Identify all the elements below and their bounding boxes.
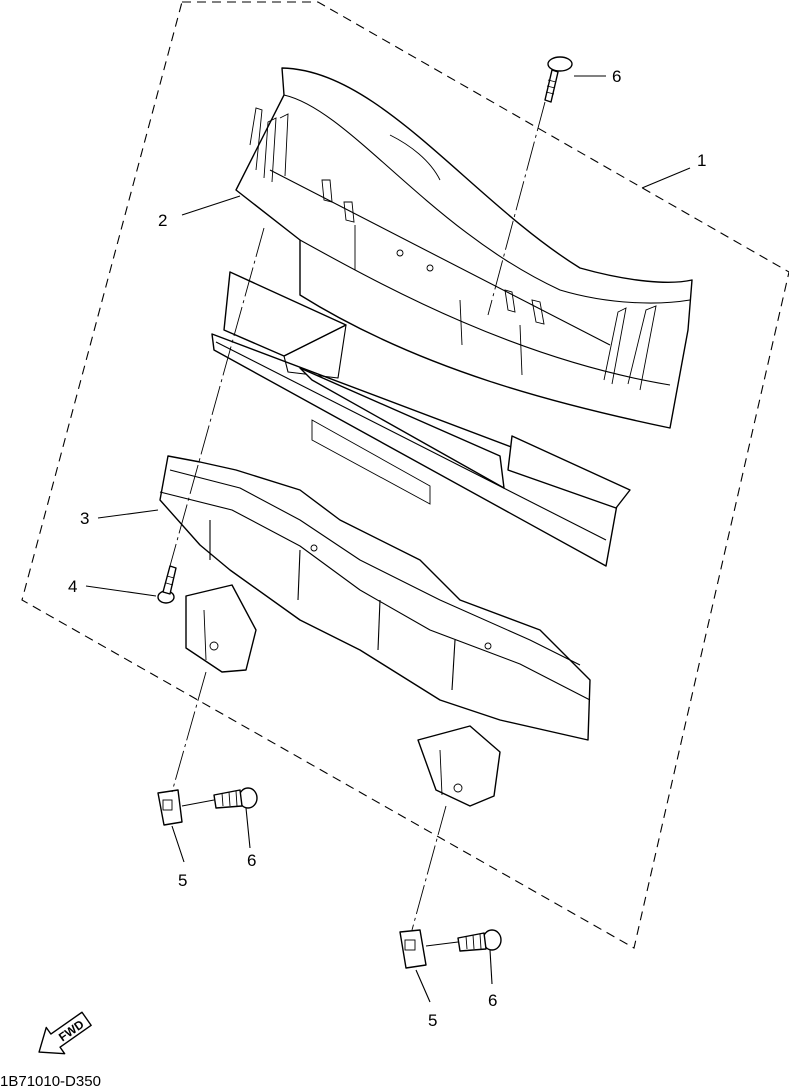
assembly-boundary bbox=[21, 1, 789, 949]
right-nut bbox=[399, 929, 427, 969]
callout-cover: 2 bbox=[158, 211, 167, 230]
left-bracket bbox=[185, 584, 257, 673]
callout-right-nut: 5 bbox=[428, 1011, 437, 1030]
right-bolt bbox=[457, 929, 502, 952]
meter-lens bbox=[211, 271, 631, 567]
left-bolt bbox=[213, 787, 258, 809]
callout-right-bolt: 6 bbox=[488, 991, 497, 1010]
leader-lines bbox=[85, 75, 691, 1003]
top-screw bbox=[544, 56, 573, 103]
callout-top-screw: 6 bbox=[612, 67, 621, 86]
callout-case: 3 bbox=[80, 509, 89, 528]
meter-cover bbox=[235, 67, 693, 429]
case-screw bbox=[157, 565, 177, 604]
callout-assembly: 1 bbox=[697, 151, 706, 170]
callout-case-screw: 4 bbox=[68, 577, 77, 596]
drawing-code: 1B71010-D350 bbox=[0, 1073, 101, 1087]
left-nut bbox=[157, 789, 183, 826]
callout-left-nut: 5 bbox=[178, 871, 187, 890]
fwd-arrow-icon: FWD bbox=[38, 1011, 92, 1055]
meter-case bbox=[159, 455, 591, 807]
callout-left-bolt: 6 bbox=[247, 851, 256, 870]
right-bracket bbox=[417, 725, 501, 807]
